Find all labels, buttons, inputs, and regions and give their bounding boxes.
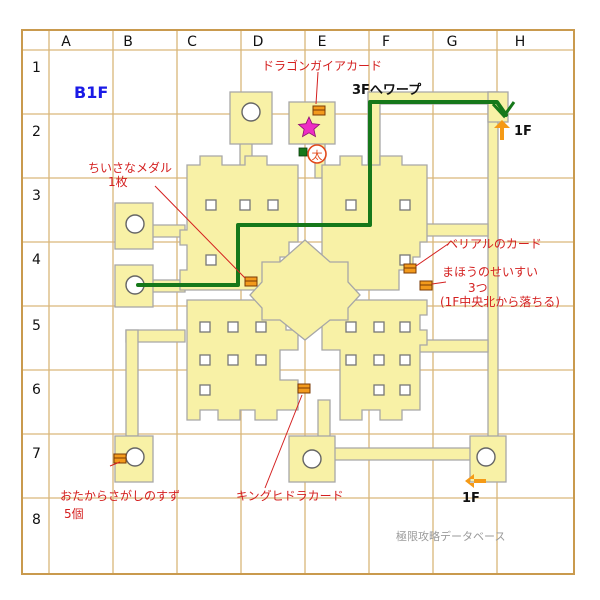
small-rooms: [114, 91, 509, 483]
column-header: A: [61, 34, 71, 50]
watermark: 極限攻略データベース: [396, 529, 505, 543]
column-header: G: [447, 34, 458, 50]
chest-icon: [297, 383, 311, 394]
row-header: 4: [32, 252, 41, 268]
star-icon: [297, 116, 321, 138]
chest-icon: [403, 263, 417, 274]
column-header: E: [318, 34, 327, 50]
stairs-label: 1F: [514, 124, 532, 139]
column-header: C: [187, 34, 197, 50]
item-label: まほうのせいすい: [442, 265, 538, 279]
row-header: 6: [32, 382, 41, 398]
column-header: F: [382, 34, 390, 50]
marker-glyph: 太: [312, 149, 323, 162]
column-header: H: [515, 34, 526, 50]
item-label: ドラゴンガイアカード: [262, 58, 382, 73]
column-header: B: [123, 34, 133, 50]
row-header: 1: [32, 60, 41, 76]
column-headers: A B C D E F G H: [61, 34, 525, 50]
warp-label: 3Fへワープ: [352, 83, 422, 98]
pillars: [199, 199, 411, 396]
column-header: D: [253, 34, 264, 50]
chest-icon: [312, 105, 326, 116]
item-label: 5個: [64, 507, 84, 521]
route-line: [136, 100, 508, 287]
chest-icon: [419, 280, 433, 291]
row-header: 7: [32, 446, 41, 462]
door-icon: [298, 147, 308, 157]
item-label: 3つ: [468, 281, 488, 295]
chest-icon: [244, 276, 258, 287]
route-arrowhead-icon: [491, 101, 516, 119]
circled-marker-icon: 太: [307, 144, 327, 164]
item-label: ちいさなメダル: [88, 160, 172, 175]
row-header: 2: [32, 124, 41, 140]
main-building: [179, 155, 428, 421]
holes: [125, 102, 496, 469]
stairs-left-arrow-icon: [465, 474, 486, 488]
dungeon-floor: [114, 91, 509, 483]
item-label: キングヒドラカード: [236, 489, 344, 503]
item-label: (1F中央北から落ちる): [440, 294, 560, 309]
stairs-label: 1F: [462, 491, 480, 506]
item-label: ベリアルのカード: [446, 237, 542, 251]
chest-icon: [113, 453, 127, 464]
item-label: 1枚: [108, 174, 128, 189]
item-label: おたからさがしのすず: [60, 488, 180, 503]
row-header: 5: [32, 318, 41, 334]
treasure-chests: [113, 105, 433, 464]
floor-label: B1F: [74, 83, 108, 102]
row-header: 3: [32, 188, 41, 204]
row-header: 8: [32, 512, 41, 528]
stairs-up-arrow-icon: [494, 120, 510, 140]
leader-lines: [109, 71, 449, 489]
row-headers: 1 2 3 4 5 6 7 8: [32, 60, 41, 528]
